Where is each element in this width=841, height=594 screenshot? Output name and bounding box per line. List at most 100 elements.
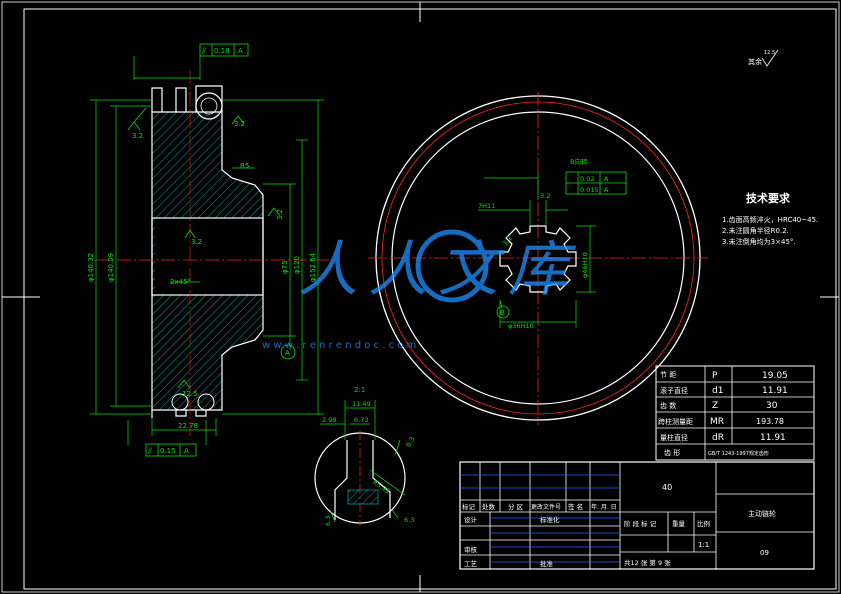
param-label: 节 距	[660, 371, 676, 379]
param-table-rows: 节 距 P 19.05 滚子直径 d1 11.91 齿 数 Z 30 跨柱测量距…	[658, 371, 788, 457]
rough-5: 12.5	[182, 390, 198, 398]
tb-h-biaoji: 标记	[462, 502, 476, 511]
tb-h-jieduan: 阶 段 标 记	[624, 519, 657, 528]
rough-1: 3.2	[132, 132, 143, 140]
detail-tooth	[334, 440, 391, 520]
tol-top-datum: A	[238, 47, 243, 55]
watermark: 人人文库 w w w . r e n r e n d o c . c o m	[262, 229, 578, 351]
rough-4: 3.2	[276, 209, 284, 220]
roller-top	[195, 92, 223, 120]
param-label: 齿 形	[664, 449, 680, 457]
tb-h-biaozhunhua: 标准化	[540, 515, 560, 524]
key-tol-frame: 0.02 A 0.015 A	[565, 171, 627, 195]
tech-item-3: 3.未注倒角均为3×45°.	[722, 237, 796, 246]
tb-material: 40	[662, 483, 672, 492]
tol-bottom-symbol: ⫽	[147, 447, 152, 457]
param-label: 滚子直径	[660, 386, 688, 395]
tol-frame-top: ⫽ 0.18 A	[199, 43, 249, 57]
watermark-chars: 人人文库	[298, 235, 578, 305]
tol-top-value: 0.18	[214, 47, 230, 55]
roller-bottom-1	[171, 393, 189, 411]
detail-dimensions	[320, 400, 406, 523]
key-view-label: B向转	[570, 157, 588, 166]
tol-frame-bottom: ⫽ 0.15 A	[145, 443, 197, 457]
param-symbol: d1	[712, 386, 723, 396]
param-value: GB/T 1243-1997规定齿形	[708, 450, 769, 457]
dim-width: 22.78	[178, 422, 198, 430]
tb-h-qianming: 签 名	[568, 502, 583, 511]
tb-h-chushu: 处数	[482, 502, 496, 511]
tol-top-symbol: ⫽	[201, 47, 206, 57]
rough-3: 3.2	[191, 238, 202, 246]
watermark-url: w w w . r e n r e n d o c . c o m	[262, 340, 416, 351]
tb-h-gengai: 更改文件号	[531, 503, 561, 511]
tech-item-1: 1.齿面高频淬火，HRC40~45.	[722, 215, 818, 224]
dim-hub1: φ75	[281, 260, 289, 274]
param-value: 11.91	[762, 386, 788, 396]
detail-scale: 2:1	[354, 386, 365, 394]
spline-bore	[499, 225, 577, 293]
chamfer-label: 2x45°	[170, 278, 191, 286]
roughness-symbols	[127, 107, 281, 389]
param-value: 30	[766, 401, 778, 411]
detail-view: 2:1 11.49 6.73 2.98 R5.95 6.3 6.3 6.3	[314, 386, 416, 526]
tb-h-shenhe: 审核	[464, 545, 478, 554]
tb-h-zhongliang: 重量	[672, 520, 686, 528]
tooth-top	[151, 85, 223, 112]
datum-a-circle	[280, 344, 296, 360]
param-label: 量柱直径	[660, 433, 688, 442]
tb-scale: 1:1	[698, 541, 709, 549]
param-table	[655, 365, 815, 461]
dim-max: φ152.64	[309, 252, 317, 282]
tb-h-pizhun: 批准	[540, 559, 554, 568]
watermark-logo-ring	[415, 229, 489, 303]
key-tol2-value: 0.015	[580, 186, 599, 194]
detail-dim2: 6.73	[354, 416, 368, 424]
tb-part-name: 主动链轮	[748, 509, 776, 518]
key-height: φ46H10	[581, 252, 589, 278]
datum-a: A	[285, 349, 290, 357]
dim-pitch: φ140.09	[107, 253, 115, 282]
surface-symbol: 12.5	[764, 50, 775, 56]
tb-drawing-no: 09	[760, 549, 769, 557]
tb-h-date: 年. 月. 日	[591, 503, 617, 511]
key-label2: B	[500, 309, 505, 317]
roller-top-inner	[200, 97, 218, 115]
param-label: 跨柱测量距	[658, 417, 693, 426]
tb-h-bili: 比例	[697, 519, 710, 528]
bore-outline	[151, 217, 264, 296]
tb-h-gongyi: 工艺	[464, 560, 478, 568]
tb-sheet-info: 共12 张 第 9 张	[624, 558, 671, 567]
tol-bottom-value: 0.15	[160, 447, 176, 455]
side-section-view: ⫽ 0.18 A ⫽ 0.15 A 3.2 3.2 3.2 3.2 12.5 R…	[87, 43, 330, 457]
detail-dim3: 2.98	[322, 416, 336, 424]
tb-h-fenqu: 分 区	[508, 502, 524, 511]
tb-h-sheji: 设计	[464, 515, 478, 524]
dim-hub2: φ120	[293, 256, 301, 274]
key-width: 7H11	[478, 202, 495, 210]
radius-label: R5	[240, 162, 249, 170]
detail-hatch	[347, 489, 379, 505]
param-symbol: Z	[712, 401, 718, 411]
param-value: 19.05	[762, 371, 788, 381]
detail-dim1: 11.49	[352, 400, 371, 408]
param-value: 11.91	[760, 433, 786, 443]
param-label: 齿 数	[660, 401, 676, 410]
key-label2-circle	[496, 305, 510, 319]
param-symbol: dR	[712, 433, 724, 443]
surface-symbol-mark	[761, 49, 779, 67]
tooth-bottom	[151, 410, 207, 418]
front-view: B向转 0.02 A 0.015 A 7H11 3.2 3.2 φ46H10 φ…	[368, 92, 708, 425]
detail-rough1: 6.3	[404, 436, 416, 449]
tech-item-2: 2.未注圆角半径R0.2.	[722, 226, 789, 235]
key-tol2-datum: A	[604, 186, 609, 194]
section-hatch	[152, 112, 263, 410]
key-tol1-datum: A	[604, 175, 609, 183]
section-outline	[151, 111, 264, 411]
key-dia: φ36H10	[508, 322, 534, 330]
inner-border	[23, 8, 837, 590]
side-dimensions	[90, 56, 324, 445]
roller-bottom-2	[197, 393, 215, 411]
